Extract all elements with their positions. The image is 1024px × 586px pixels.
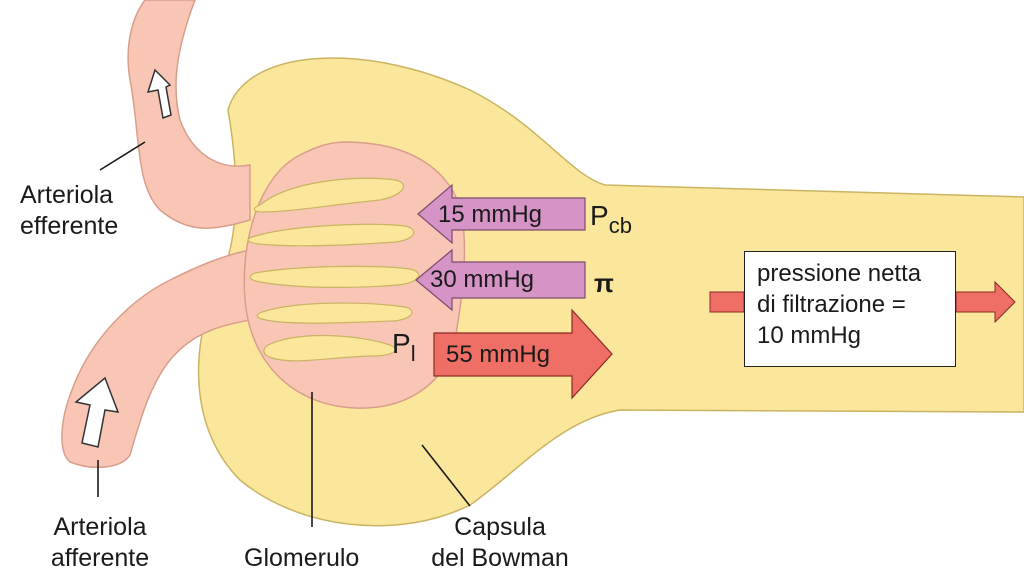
efferent-flow-arrow-icon bbox=[146, 68, 172, 120]
label-line: Arteriola bbox=[53, 513, 147, 541]
symbol-subscript: l bbox=[410, 341, 416, 366]
net-filtration-box: pressione netta di filtrazione = 10 mmHg bbox=[744, 251, 956, 367]
capillary-loop bbox=[253, 177, 405, 213]
arteriola-afferente-vessel bbox=[61, 249, 251, 469]
net-filtration-value: 10 mmHg bbox=[757, 322, 862, 349]
label-capsula-bowman: Capsula del Bowman bbox=[420, 512, 580, 574]
label-line: afferente bbox=[50, 544, 150, 572]
net-arrow-left bbox=[709, 291, 745, 313]
capillary-loop bbox=[249, 265, 420, 288]
label-line: Capsula bbox=[454, 513, 546, 541]
symbol-main: P bbox=[590, 200, 609, 231]
arteriola-efferente-vessel bbox=[127, 0, 251, 229]
pl-value: 55 mmHg bbox=[446, 341, 551, 368]
pi-arrow bbox=[415, 248, 586, 312]
pcb-value: 15 mmHg bbox=[438, 201, 543, 228]
capillary-loop bbox=[247, 223, 415, 247]
label-line: del Bowman bbox=[431, 544, 569, 572]
pcb-arrow bbox=[417, 183, 586, 245]
pl-symbol: Pl bbox=[392, 328, 416, 366]
leader-line-efferente bbox=[99, 141, 146, 171]
capillary-loops bbox=[247, 177, 420, 362]
capillary-loop bbox=[263, 334, 396, 362]
net-filtration-line: pressione netta bbox=[757, 260, 922, 287]
pi-value: 30 mmHg bbox=[430, 266, 535, 293]
label-line: efferente bbox=[20, 212, 119, 240]
label-arteriola-afferente: Arteriola afferente bbox=[40, 512, 160, 574]
symbol-main: P bbox=[392, 328, 411, 359]
pcb-symbol: Pcb bbox=[590, 200, 632, 238]
pl-arrow bbox=[433, 308, 613, 400]
pi-symbol: π bbox=[594, 268, 614, 298]
afferent-flow-arrow-icon bbox=[74, 376, 120, 448]
capillary-loop bbox=[256, 302, 413, 324]
leader-line-capsula bbox=[421, 444, 471, 507]
net-arrow-right bbox=[955, 280, 1016, 324]
leader-lines bbox=[97, 141, 471, 527]
symbol-subscript: cb bbox=[608, 213, 632, 238]
label-glomerulo: Glomerulo bbox=[244, 544, 360, 572]
label-arteriola-efferente: Arteriola efferente bbox=[20, 180, 118, 242]
net-filtration-line: di filtrazione = bbox=[757, 291, 906, 318]
label-line: Arteriola bbox=[20, 181, 114, 209]
